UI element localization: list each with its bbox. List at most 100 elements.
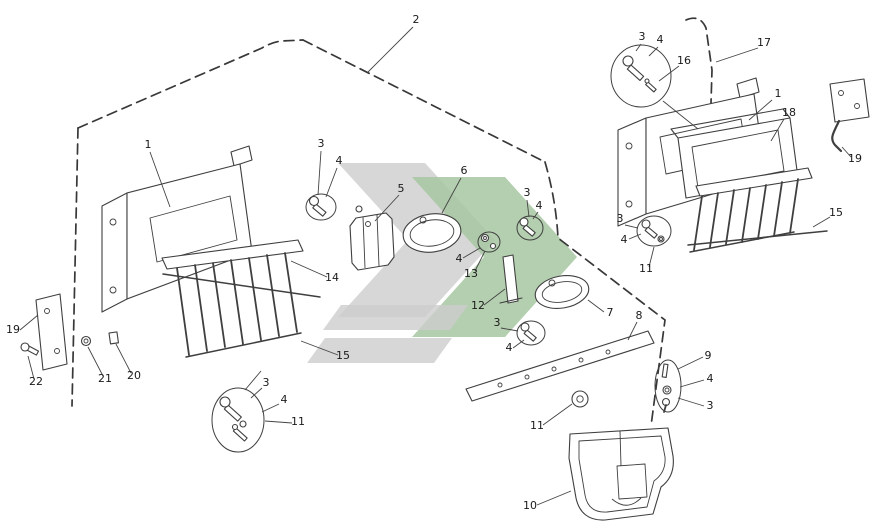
callout-circle [610, 44, 672, 108]
grate-finger [230, 259, 244, 345]
panel-flange-right [617, 117, 647, 227]
grate-finger [176, 267, 190, 356]
frame-depth-edge [782, 108, 791, 119]
washer [480, 233, 490, 243]
pin-part9 [661, 363, 669, 378]
part-label: 6 [461, 164, 468, 177]
stud-part11 [571, 390, 589, 408]
leader-line [812, 216, 831, 228]
part-label: 3 [263, 376, 270, 389]
part-label: 11 [530, 419, 544, 432]
part-label: 3 [318, 137, 325, 150]
stud-head [231, 423, 239, 431]
grate-bottom-rail-right [689, 231, 795, 253]
plate-wire [831, 119, 843, 153]
grate-top-rail-left [161, 239, 304, 270]
part-label: 4 [281, 393, 288, 406]
callout-connector [662, 100, 699, 130]
bolt-head [308, 195, 320, 207]
washer-hole [483, 236, 487, 240]
part-label: 2 [413, 13, 420, 26]
leader-line [367, 26, 414, 73]
boundary-center-right [544, 161, 666, 427]
tray-hook [611, 497, 642, 506]
plate-hole [854, 103, 860, 109]
part-label: 21 [98, 372, 112, 385]
grate-finger [725, 189, 735, 245]
part-label: 4 [506, 341, 513, 354]
part-label: 4 [536, 199, 543, 212]
part-label: 20 [127, 369, 141, 382]
watermark-bar-top [323, 305, 468, 330]
grate-top-rail-right [695, 167, 813, 197]
part-label: 11 [291, 415, 305, 428]
grate-finger [741, 187, 751, 243]
tray-divider [619, 430, 622, 467]
leader-line [748, 99, 773, 121]
frame-depth-edge [670, 108, 784, 130]
leader-line [325, 167, 338, 198]
part-label: 5 [398, 182, 405, 195]
flange-hole [625, 142, 633, 150]
boundary-top-diagonal [302, 39, 546, 163]
panel-cutout-left [149, 195, 238, 263]
grate-finger [194, 264, 208, 352]
part-label: 14 [325, 271, 339, 284]
bolt-shaft [523, 329, 537, 342]
pad-part6 [402, 213, 462, 253]
left-small-parts [20, 293, 120, 371]
boundary-top-left [77, 39, 304, 129]
part-label: 1 [145, 138, 152, 151]
part-label: 3 [707, 399, 714, 412]
leader-line [628, 233, 642, 240]
part-label: 3 [639, 30, 646, 43]
callout-circle [477, 231, 501, 253]
grate-support-rod-left [162, 273, 321, 298]
bolt-head [219, 396, 231, 408]
part-number-labels: 2 1 3 4 5 6 3 4 4 13 12 14 15 7 8 3 4 11… [6, 13, 862, 512]
part-label: 3 [617, 212, 624, 225]
leader-line [300, 340, 339, 356]
grate-support-rod-right [687, 230, 828, 246]
pad-part7-hole [548, 279, 556, 287]
leader-line [635, 43, 642, 52]
bolt-head-part22 [20, 342, 30, 352]
leader-line [624, 224, 639, 229]
stud-part11-hole [576, 395, 584, 403]
leader-line [500, 327, 519, 332]
pad-part7 [534, 275, 590, 309]
boundary-left-edge [71, 127, 79, 407]
flange-hole [109, 218, 117, 226]
part-label: 12 [471, 299, 485, 312]
leader-line [441, 177, 462, 214]
part-label: 4 [707, 372, 714, 385]
mount-block-rib [362, 216, 366, 269]
fastener-callouts [211, 44, 682, 453]
grate-finger [212, 262, 226, 348]
left-assembly [101, 145, 321, 358]
grate-finger [709, 192, 719, 248]
part-label: 3 [494, 316, 501, 329]
callout-circle [211, 387, 265, 453]
nut [657, 235, 665, 243]
boundary-right-vertical [685, 17, 713, 137]
part-label: 19 [848, 152, 862, 165]
leader-line [648, 246, 655, 268]
grate-finger [266, 254, 280, 337]
leader-line [27, 355, 35, 380]
leader-line [374, 194, 400, 222]
part-label: 4 [456, 252, 463, 265]
part-label: 15 [829, 206, 843, 219]
pad-part6-hole [419, 216, 427, 224]
bolt-shaft [663, 404, 667, 413]
panel-tab-right [736, 77, 760, 99]
bolt-head [641, 219, 651, 229]
tray-part10 [568, 427, 674, 521]
callout-connector [244, 370, 262, 391]
bar-hole [578, 357, 584, 363]
part-label: 18 [782, 106, 796, 119]
bolt-shaft [522, 224, 536, 237]
bolt-head [489, 242, 497, 250]
flange-hole [109, 286, 117, 294]
leader-line [679, 379, 705, 388]
